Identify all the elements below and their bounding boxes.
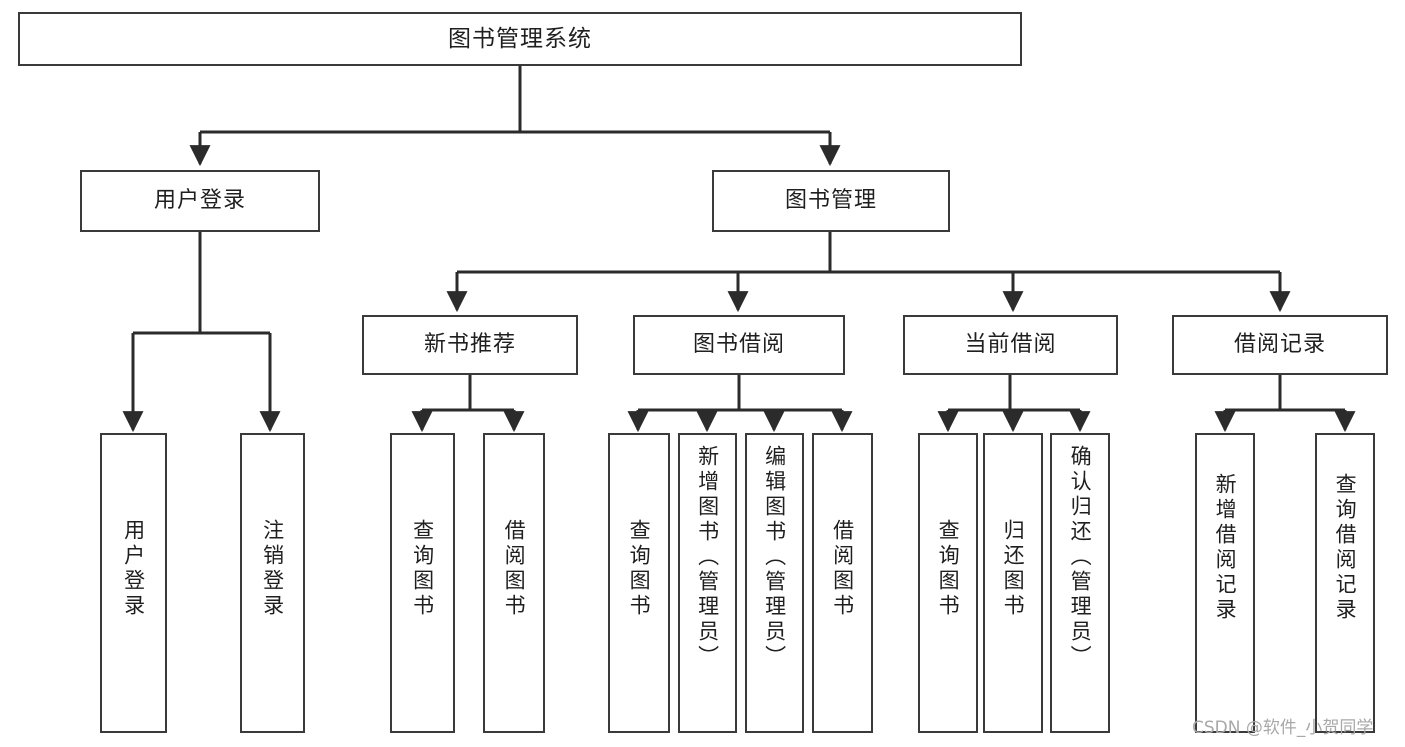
leaf-add-record-label: 新增借阅记录 bbox=[1213, 473, 1238, 623]
csdn-watermark: CSDN @软件_小贺同学 bbox=[1192, 718, 1374, 738]
leaf-query-record-label: 查询借阅记录 bbox=[1333, 473, 1358, 623]
node-borrow-record[interactable]: 借阅记录 bbox=[1172, 315, 1388, 375]
leaf-query-book-c[interactable]: 查询图书 bbox=[918, 433, 978, 733]
leaf-borrow-book-b-label: 借阅图书 bbox=[830, 519, 855, 619]
node-user-login-label: 用户登录 bbox=[153, 188, 246, 214]
leaf-user-login[interactable]: 用户登录 bbox=[100, 433, 167, 733]
leaf-borrow-book-b[interactable]: 借阅图书 bbox=[812, 433, 873, 733]
node-book-borrow[interactable]: 图书借阅 bbox=[633, 315, 845, 375]
leaf-confirm-return[interactable]: 确认归还（管理员） bbox=[1050, 433, 1110, 733]
leaf-user-login-label: 用户登录 bbox=[121, 519, 146, 619]
node-root-label: 图书管理系统 bbox=[448, 25, 592, 52]
leaf-query-record[interactable]: 查询借阅记录 bbox=[1315, 433, 1375, 733]
leaf-add-book[interactable]: 新增图书（管理员） bbox=[678, 433, 737, 733]
leaf-logout-label: 注销登录 bbox=[260, 519, 285, 619]
leaf-edit-book[interactable]: 编辑图书（管理员） bbox=[745, 433, 804, 733]
leaf-query-book-a-label: 查询图书 bbox=[410, 519, 435, 619]
leaf-add-record[interactable]: 新增借阅记录 bbox=[1195, 433, 1255, 733]
leaf-confirm-return-label: 确认归还（管理员） bbox=[1068, 445, 1093, 670]
node-book-borrow-label: 图书借阅 bbox=[692, 332, 785, 358]
node-user-login[interactable]: 用户登录 bbox=[80, 170, 320, 232]
node-current-borrow-label: 当前借阅 bbox=[964, 332, 1057, 358]
leaf-borrow-book-a-label: 借阅图书 bbox=[502, 519, 527, 619]
leaf-query-book-c-label: 查询图书 bbox=[936, 519, 961, 619]
node-new-book-recommend-label: 新书推荐 bbox=[423, 332, 516, 358]
leaf-query-book-b[interactable]: 查询图书 bbox=[608, 433, 670, 733]
node-book-manage-label: 图书管理 bbox=[784, 188, 877, 214]
leaf-return-book-label: 归还图书 bbox=[1001, 519, 1026, 619]
leaf-logout[interactable]: 注销登录 bbox=[240, 433, 305, 733]
node-book-manage[interactable]: 图书管理 bbox=[712, 170, 950, 232]
leaf-edit-book-label: 编辑图书（管理员） bbox=[762, 445, 787, 670]
node-borrow-record-label: 借阅记录 bbox=[1233, 332, 1326, 358]
leaf-add-book-label: 新增图书（管理员） bbox=[695, 445, 720, 670]
leaf-return-book[interactable]: 归还图书 bbox=[983, 433, 1043, 733]
node-root[interactable]: 图书管理系统 bbox=[18, 12, 1022, 66]
node-new-book-recommend[interactable]: 新书推荐 bbox=[362, 315, 578, 375]
leaf-query-book-a[interactable]: 查询图书 bbox=[390, 433, 455, 733]
leaf-borrow-book-a[interactable]: 借阅图书 bbox=[483, 433, 545, 733]
leaf-query-book-b-label: 查询图书 bbox=[627, 519, 652, 619]
node-current-borrow[interactable]: 当前借阅 bbox=[903, 315, 1118, 375]
